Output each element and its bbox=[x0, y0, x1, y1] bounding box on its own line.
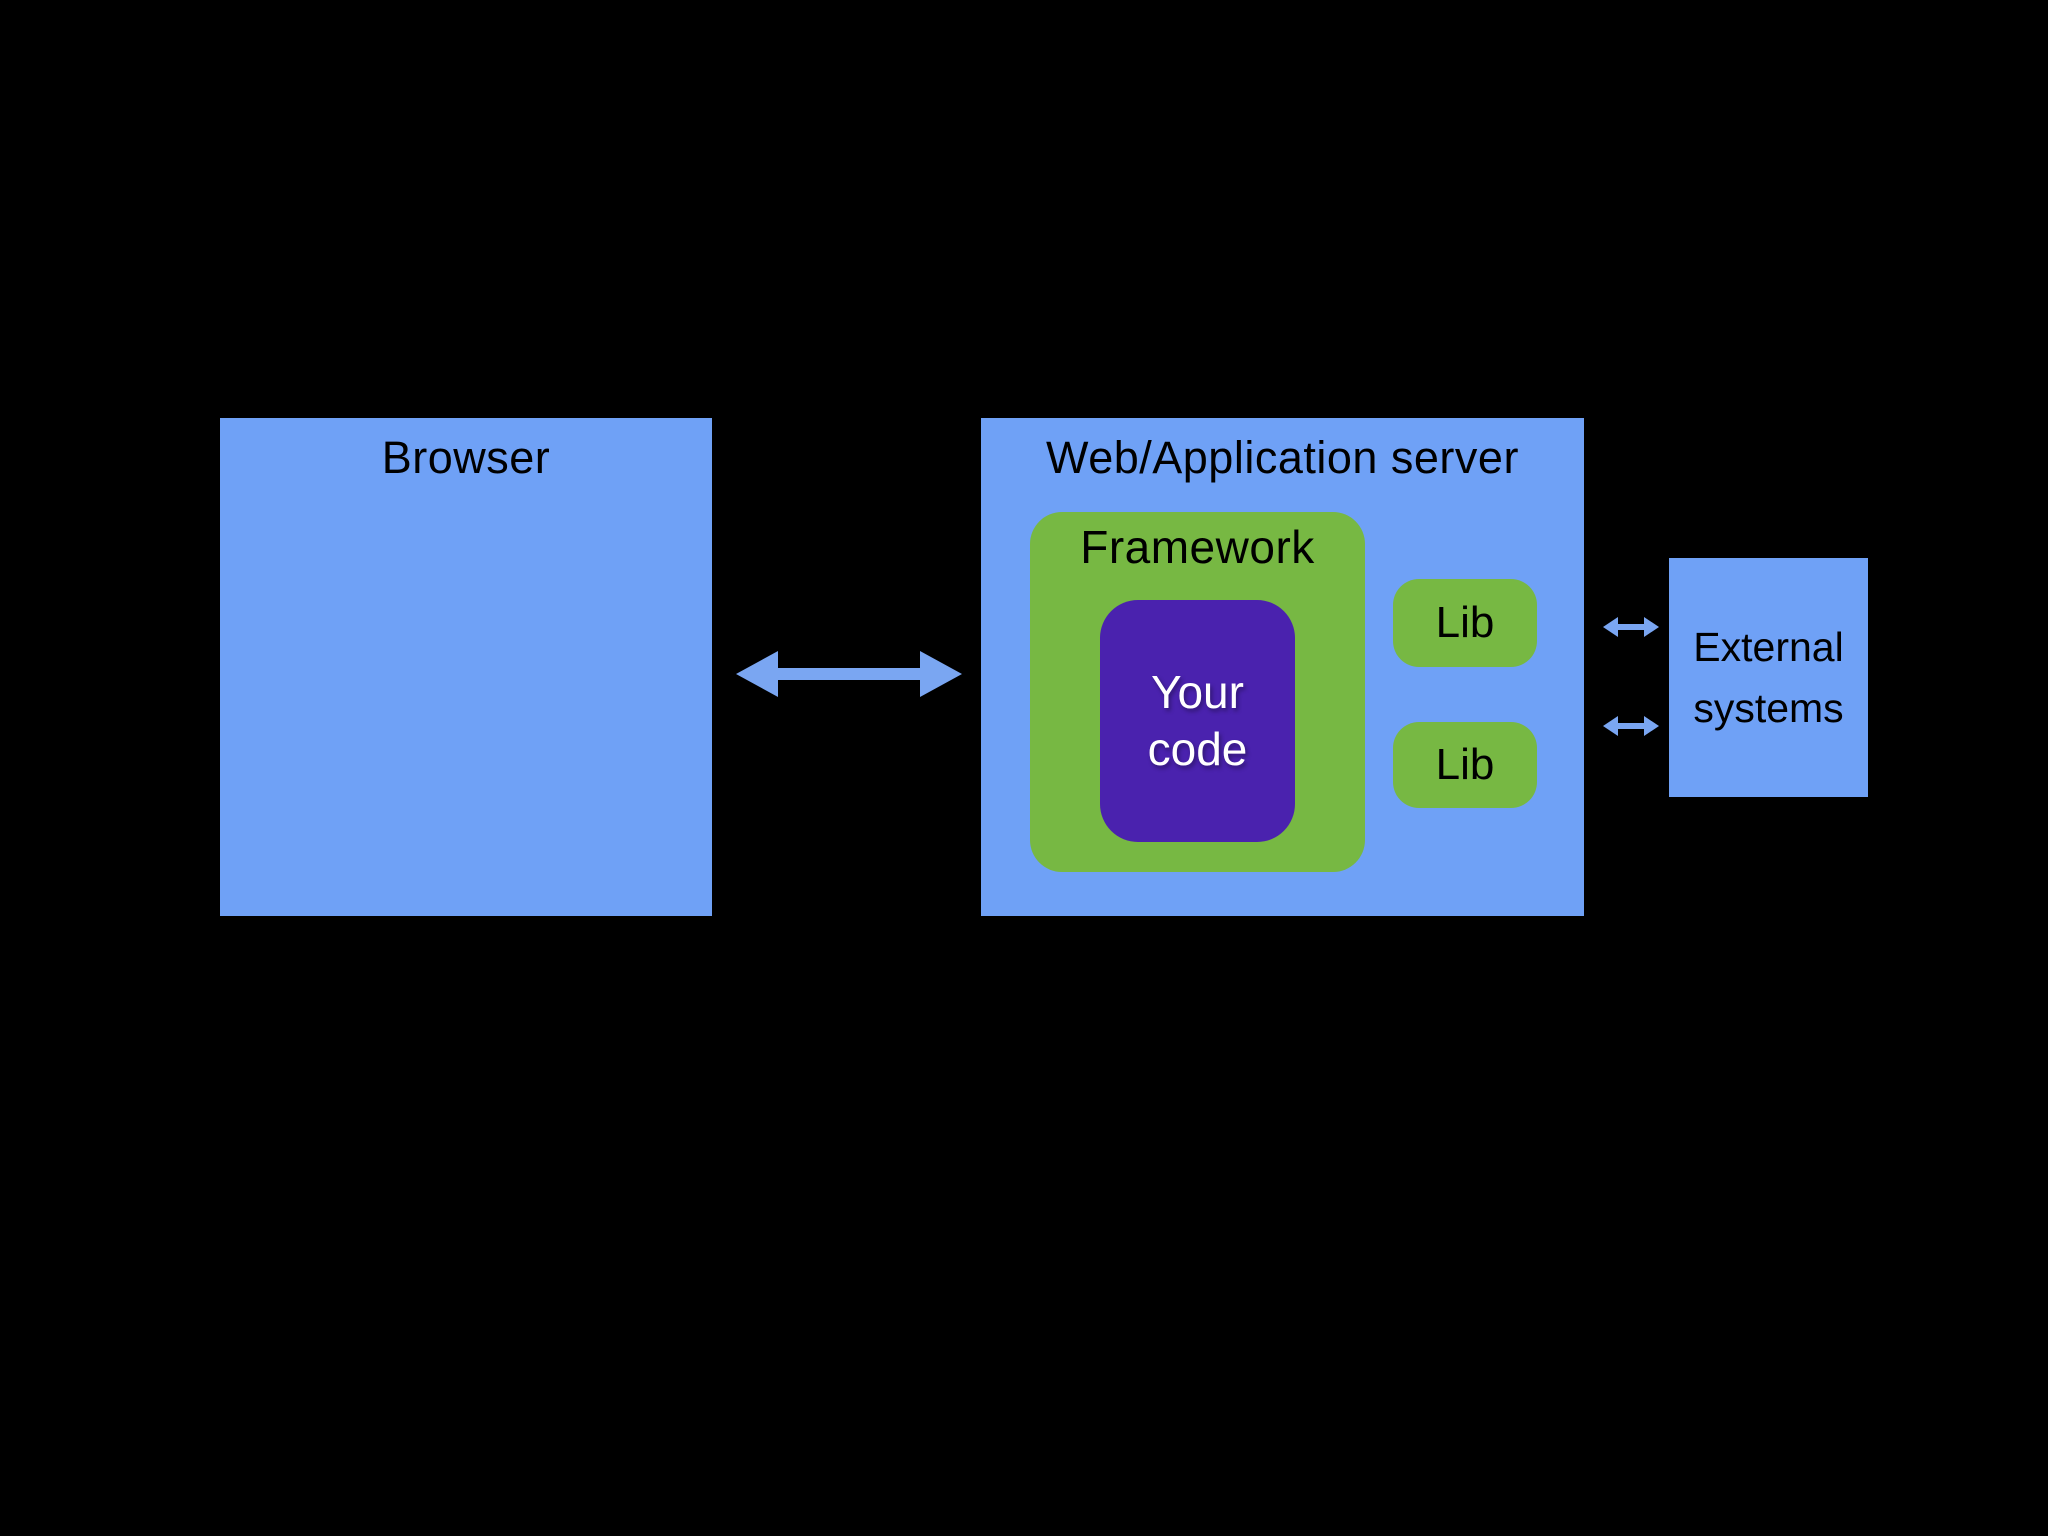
your-code-label-line1: Your bbox=[1151, 666, 1244, 718]
server-external-arrow-bottom-icon bbox=[1603, 716, 1659, 736]
external-label-line1: External bbox=[1693, 623, 1844, 670]
lib-top-label: Lib bbox=[1435, 598, 1495, 647]
browser-server-arrow-icon bbox=[736, 651, 962, 697]
lib-top-box: Lib bbox=[1393, 579, 1537, 667]
external-label-line2: systems bbox=[1693, 684, 1844, 731]
server-label: Web/Application server bbox=[1046, 432, 1519, 483]
your-code-box: Your code bbox=[1100, 600, 1295, 842]
framework-label: Framework bbox=[1080, 521, 1315, 573]
lib-bottom-box: Lib bbox=[1393, 722, 1537, 808]
browser-box: Browser bbox=[220, 418, 712, 916]
external-systems-box: External systems bbox=[1669, 558, 1868, 797]
lib-bottom-label: Lib bbox=[1435, 740, 1495, 789]
server-external-arrow-top-icon bbox=[1603, 617, 1659, 637]
your-code-label-line2: code bbox=[1147, 723, 1248, 775]
browser-label: Browser bbox=[381, 432, 551, 483]
